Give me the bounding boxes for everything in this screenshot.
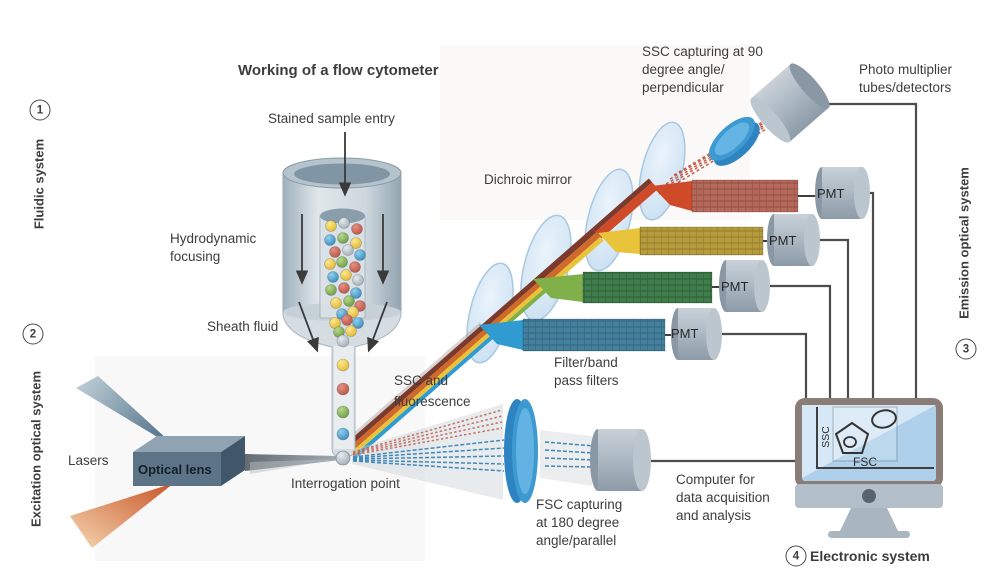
deflected-beam-green xyxy=(533,274,583,302)
monitor-base xyxy=(828,531,910,538)
label-hydrodynamic-focusing: Hydrodynamic focusing xyxy=(170,231,257,264)
label-pmt-red: PMT xyxy=(817,186,845,201)
label-lasers: Lasers xyxy=(68,453,109,468)
interrogation-point-sphere xyxy=(335,450,351,466)
label-pmt-teal: PMT xyxy=(671,326,699,341)
section-label-excitation: Excitation optical system xyxy=(28,370,44,528)
wire-ssc-detector xyxy=(810,102,918,404)
scatter-gate-ellipse xyxy=(871,409,897,429)
sheath-arrow-right xyxy=(367,301,388,353)
screen-glare xyxy=(802,405,936,478)
diagram-title: Working of a flow cytometer xyxy=(238,62,439,79)
flow-arrows xyxy=(295,132,390,353)
label-ssc-and-fluorescence: SSC and fluorescence xyxy=(394,373,471,409)
monitor-button xyxy=(862,489,876,503)
fsc-detector xyxy=(590,429,651,491)
label-filter-band-pass: Filter/band pass filters xyxy=(554,355,619,388)
section-number-emission: 3 xyxy=(955,338,977,360)
fsc-cone-2 xyxy=(540,430,592,486)
fsc-cone xyxy=(352,404,503,500)
label-fsc-capturing: FSC capturing at 180 degree angle/parall… xyxy=(536,497,623,548)
section-number-electronic: 4 xyxy=(785,545,807,567)
filter-bar-green xyxy=(582,271,713,304)
ssc-detector xyxy=(750,63,830,143)
section-number-excitation: 2 xyxy=(22,323,44,345)
ssc-lens xyxy=(708,116,760,166)
deflected-beam-yellow xyxy=(598,228,640,254)
screen-fsc-axis-label: FSC xyxy=(853,455,877,469)
label-photo-multiplier: Photo multiplier tubes/detectors xyxy=(859,62,953,95)
fsc-red-rays xyxy=(352,409,503,456)
nozzle-channel xyxy=(334,346,354,449)
screen-ssc-axis-label: SSC xyxy=(820,426,832,448)
wire-green-pmt xyxy=(762,284,832,404)
optical-lens-box xyxy=(133,436,245,486)
label-interrogation-point: Interrogation point xyxy=(291,476,400,491)
laser-beam-blue xyxy=(76,376,179,450)
scatter-gate-pentagon xyxy=(834,421,870,454)
sheath-arrow-left xyxy=(298,301,319,353)
section-number-fluidic: 1 xyxy=(29,99,51,121)
label-dichroic-mirror: Dichroic mirror xyxy=(484,172,572,187)
label-pmt-yellow: PMT xyxy=(769,233,797,248)
filter-bar-teal xyxy=(522,318,666,352)
label-computer: Computer for data acquisition and analys… xyxy=(676,472,770,523)
monitor-stand xyxy=(840,508,898,531)
wire-red-pmt xyxy=(862,191,875,404)
section-label-electronic: Electronic system xyxy=(810,548,930,564)
filter-bar-red xyxy=(691,179,799,213)
scatter-gate-inner xyxy=(843,436,857,448)
wire-teal-pmt xyxy=(714,332,808,404)
wire-yellow-pmt xyxy=(812,238,850,404)
deflected-beam-teal xyxy=(479,320,523,350)
computer-monitor xyxy=(795,398,943,538)
label-stained-sample-entry: Stained sample entry xyxy=(268,111,395,126)
outer-cylinder-opening xyxy=(294,163,390,185)
label-pmt-green: PMT xyxy=(721,279,749,294)
pmt-cylinder-green xyxy=(719,260,770,312)
stained-cells-cluster xyxy=(324,217,366,338)
ssc-fluorescence-beam xyxy=(342,178,659,459)
single-file-cells xyxy=(336,334,350,441)
label-optical-lens: Optical lens xyxy=(138,462,212,477)
section-label-emission: Emission optical system xyxy=(956,167,972,319)
inner-tube-opening xyxy=(320,208,365,224)
label-ssc-capturing: SSC capturing at 90 degree angle/ perpen… xyxy=(642,44,763,95)
laser-beam-orange xyxy=(70,483,174,548)
filter-bar-yellow xyxy=(639,226,764,256)
fsc-lens xyxy=(504,399,538,503)
scatter-plot-axes xyxy=(816,407,934,469)
pmt-cylinder-red xyxy=(815,167,870,219)
label-sheath-fluid: Sheath fluid xyxy=(207,319,279,334)
fsc-blue-rays xyxy=(352,439,595,472)
beam-shadow xyxy=(250,459,338,474)
pmt-cylinder-yellow xyxy=(767,214,820,266)
pmt-cylinders xyxy=(671,167,870,360)
section-label-fluidic: Fluidic system xyxy=(31,138,47,230)
pmt-cylinder-teal xyxy=(671,308,722,360)
